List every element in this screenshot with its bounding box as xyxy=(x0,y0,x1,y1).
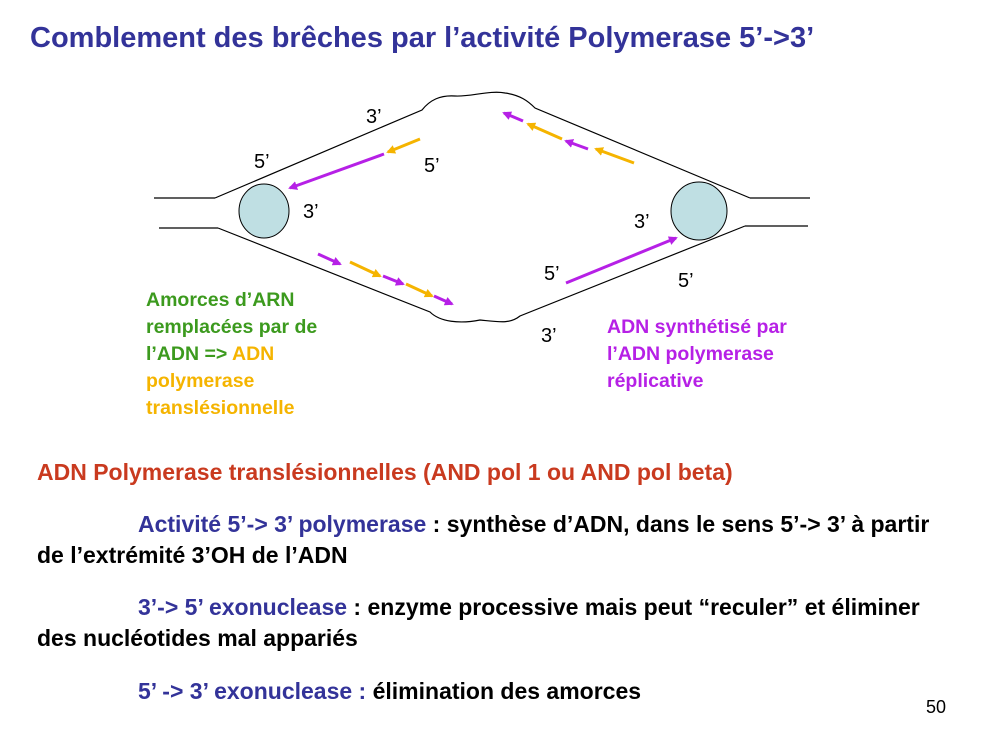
label-5prime: 5’ xyxy=(424,155,440,177)
term-polymerase: Activité 5’-> 3’ polymerase xyxy=(138,511,427,537)
purple-arrow xyxy=(382,274,405,286)
text-polymerase: : synthèse d’ADN, dans le sens 5’-> 3’ à… xyxy=(37,511,930,568)
left-polymerase-complex xyxy=(238,183,290,239)
orange-arrow xyxy=(594,147,635,165)
label-5prime: 5’ xyxy=(678,270,694,292)
purple-arrow xyxy=(502,111,524,123)
caption-rna-primers: Amorces d’ARN remplacées par de l’ADN =>… xyxy=(146,287,361,422)
orange-arrow xyxy=(526,122,563,141)
purple-arrow xyxy=(564,139,589,151)
caption-replicative-dna: ADN synthétisé par l’ADN polymerase répl… xyxy=(607,316,787,392)
bottom-strand xyxy=(217,225,746,323)
paragraph-3-5-exonuclease: 3’-> 5’ exonuclease : enzyme processive … xyxy=(37,592,955,654)
text-3-5-exonuclease: : enzyme processive mais peut “reculer” … xyxy=(37,594,920,651)
top-strand xyxy=(214,91,751,199)
label-3prime: 3’ xyxy=(634,211,650,233)
label-5prime: 5’ xyxy=(254,151,270,173)
orange-arrow xyxy=(386,137,421,154)
caption-translesion-polymerase: ADN polymerase translésionnelle xyxy=(146,343,295,419)
label-3prime: 3’ xyxy=(366,106,382,128)
caption-rna-primers-text: Amorces d’ARN remplacées par de l’ADN => xyxy=(146,289,318,365)
term-3-5-exonuclease: 3’-> 5’ exonuclease xyxy=(138,594,348,620)
paragraph-polymerase-activity: Activité 5’-> 3’ polymerase : synthèse d… xyxy=(37,509,955,571)
dna-strands xyxy=(154,91,810,323)
label-3prime: 3’ xyxy=(541,325,557,347)
paragraph-5-3-exonuclease: 5’ -> 3’ exonuclease : élimination des a… xyxy=(37,676,955,707)
text-5-3-exonuclease: élimination des amorces xyxy=(366,678,642,704)
orange-arrow xyxy=(405,282,434,298)
term-5-3-exonuclease: 5’ -> 3’ exonuclease : xyxy=(138,678,367,704)
slide-title: Comblement des brêches par l’activité Po… xyxy=(30,22,815,54)
page-number: 50 xyxy=(926,697,947,717)
purple-arrow xyxy=(565,236,678,285)
orange-arrow xyxy=(349,260,382,278)
purple-arrow xyxy=(317,252,342,266)
label-3prime: 3’ xyxy=(303,201,319,223)
label-5prime: 5’ xyxy=(544,263,560,285)
purple-arrow xyxy=(288,152,385,190)
purple-arrow xyxy=(433,294,454,306)
replication-bubble-diagram: 3’ 5’ 5’ 3’ 3’ 5’ 5’ 3’ xyxy=(154,91,810,347)
right-polymerase-complex xyxy=(670,181,728,241)
section-heading: ADN Polymerase translésionnelles (AND po… xyxy=(37,459,733,485)
